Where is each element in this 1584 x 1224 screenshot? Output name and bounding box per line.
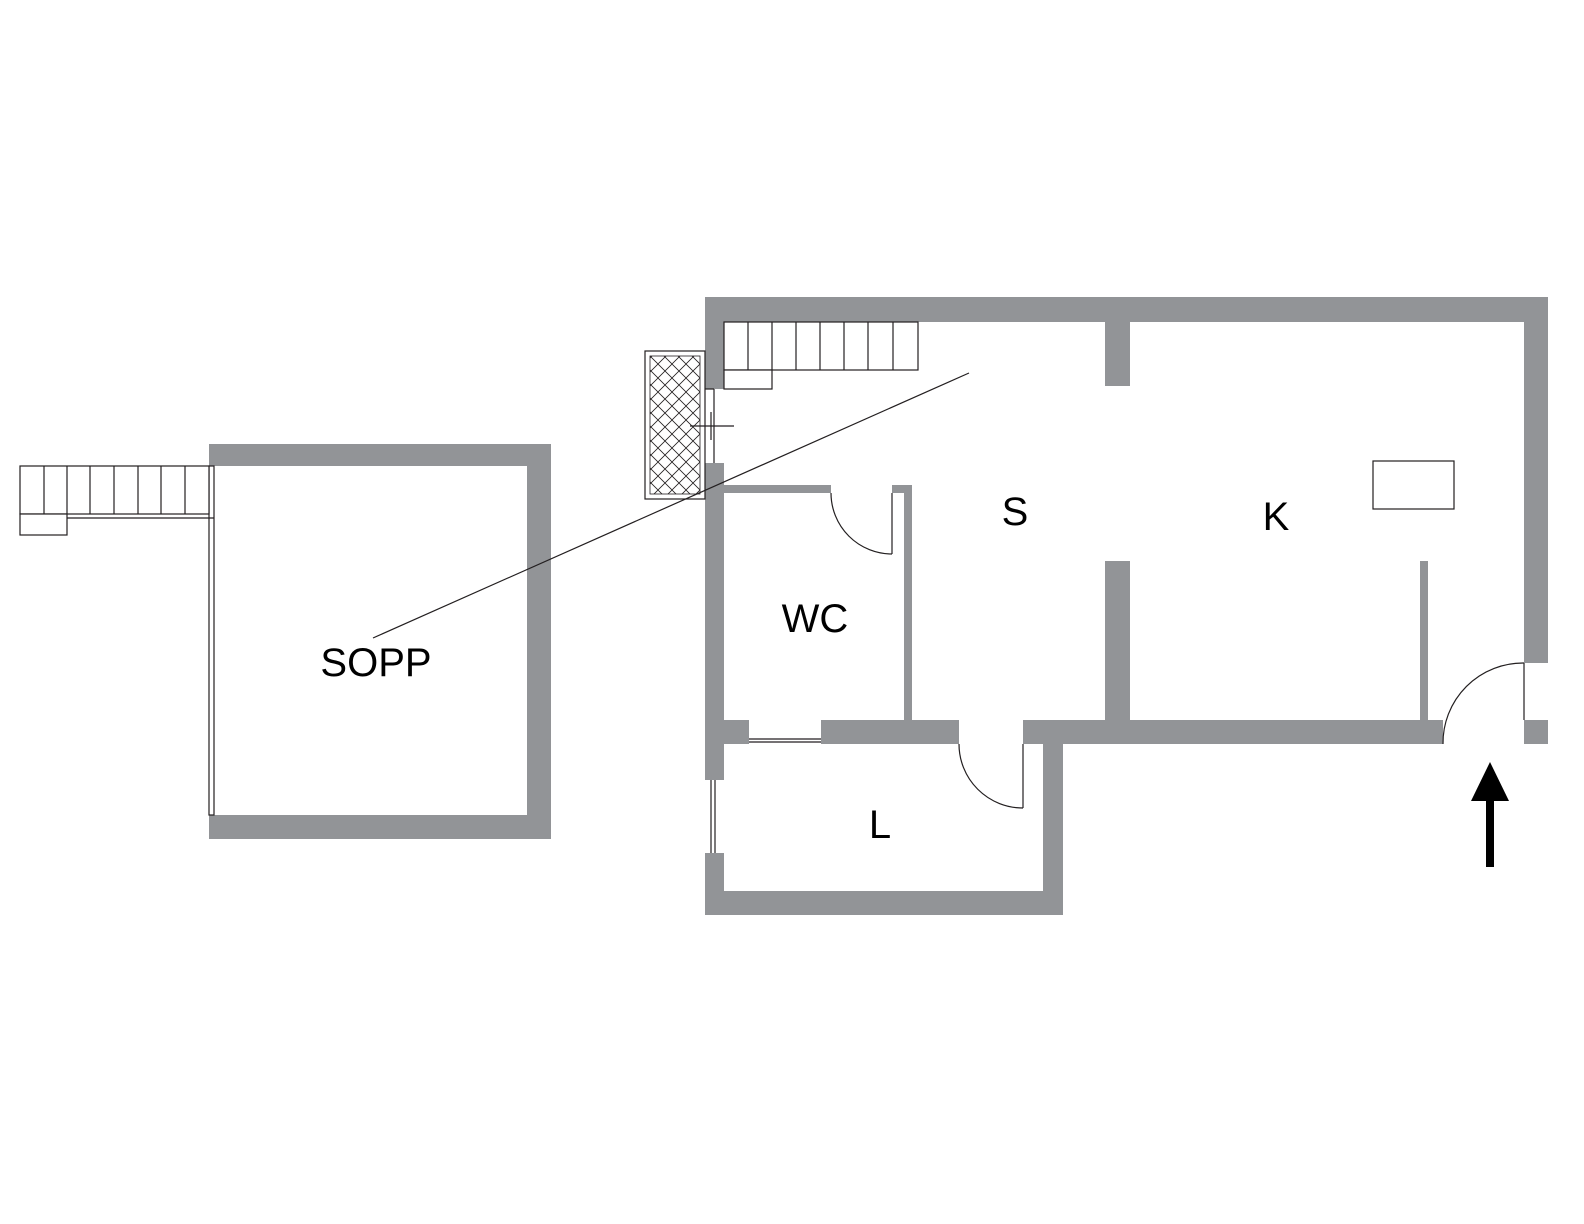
wall-east-lower (1524, 720, 1548, 744)
sopp-wall-top (209, 444, 551, 466)
wall-east (1524, 297, 1548, 663)
sopp-wall-left (208, 465, 215, 816)
l-door-swing (958, 743, 1024, 809)
room-label-l: L (869, 803, 891, 847)
room-label-wc: WC (782, 597, 849, 641)
room-label-sopp: SOPP (320, 641, 431, 685)
left-stairs (19, 465, 214, 536)
wall-sk-lower (1105, 561, 1130, 720)
wall-north (705, 297, 1548, 322)
wall-wc-north-right (892, 485, 912, 493)
wall-sk-upper (1105, 322, 1130, 386)
entrance-arrow-icon (1471, 762, 1509, 867)
wall-south-l (705, 891, 1063, 915)
interior-stairs (723, 321, 919, 390)
sopp-wall-bottom (209, 815, 551, 839)
room-label-s: S (1002, 490, 1029, 534)
room-label-k: K (1263, 495, 1290, 539)
doors (830, 492, 1525, 809)
outbuilding-sopp (208, 444, 551, 839)
entry-door-swing (1442, 662, 1525, 745)
main-house-walls (705, 297, 1548, 915)
windows (710, 738, 821, 853)
wall-west-top (705, 297, 724, 389)
wall-west-middle (705, 463, 724, 780)
wall-k-partition (1420, 561, 1428, 720)
wall-l-east (1043, 720, 1063, 915)
wc-door-swing (830, 492, 893, 555)
fireplace (644, 350, 734, 500)
sopp-wall-right (527, 444, 551, 839)
wall-wc-south-right (821, 720, 959, 744)
wall-south-main (1023, 720, 1443, 744)
kitchen-counter (1372, 460, 1455, 510)
wall-wc-east (904, 485, 912, 720)
wall-wc-north-left (724, 485, 831, 493)
interior-stairs-outline (723, 321, 919, 371)
section-line (372, 372, 970, 639)
wall-wc-south-left (705, 720, 749, 744)
interior-stairs-landing (723, 369, 773, 390)
left-stairs-landing (19, 513, 68, 536)
fireplace-hatch (649, 355, 701, 495)
